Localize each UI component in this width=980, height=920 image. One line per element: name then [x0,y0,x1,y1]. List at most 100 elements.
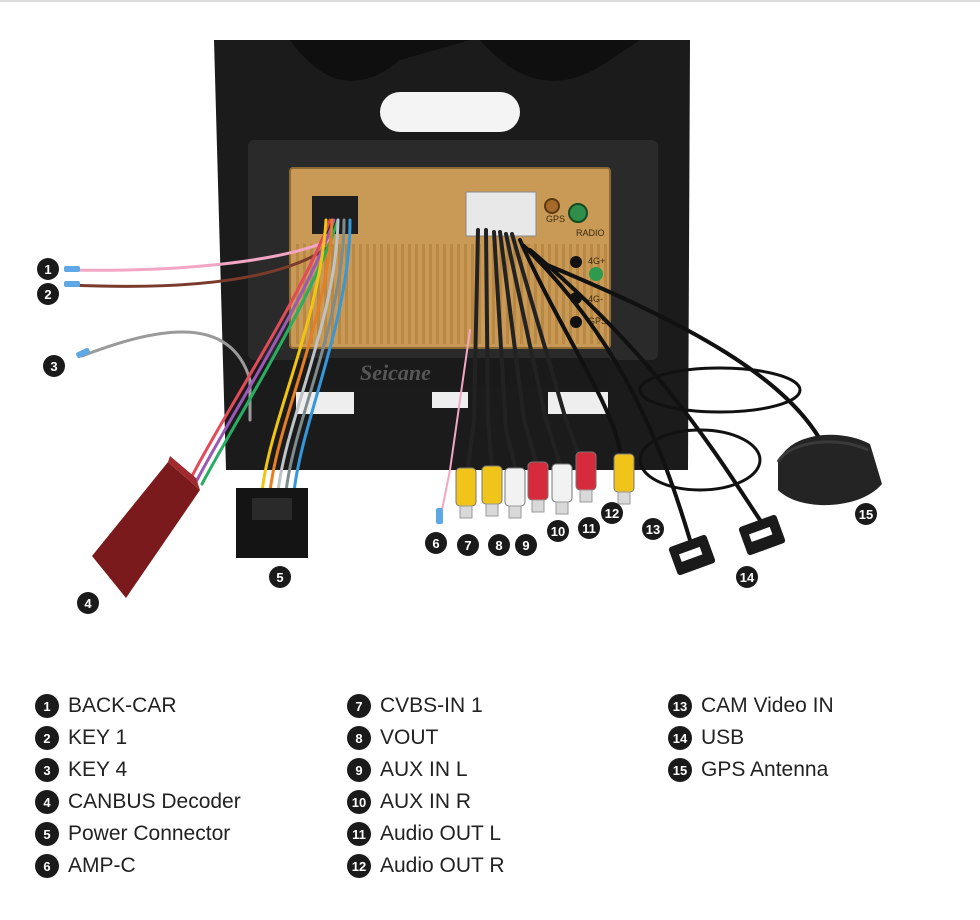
legend-item: 15 GPS Antenna [668,754,834,786]
heatsink-fin [429,244,432,344]
heatsink-fin [604,244,607,344]
rca-plug [481,465,503,517]
callout-10: 10 [547,520,569,542]
callout-5: 5 [269,566,291,588]
callout-4: 4 [77,592,99,614]
callout-11: 11 [578,517,600,539]
legend-badge: 15 [668,758,692,782]
legend-label: KEY 1 [68,726,128,749]
heatsink-fin [373,244,376,344]
legend-badge: 8 [347,726,371,750]
callout-2: 2 [37,283,59,305]
heatsink-fin [331,244,334,344]
callout-7: 7 [457,534,479,556]
heatsink-fin [583,244,586,344]
legend-label: CAM Video IN [701,694,834,717]
heatsink-fin [394,244,397,344]
heatsink-fin [450,244,453,344]
rca-plug [504,467,526,519]
heatsink-fin [422,244,425,344]
heatsink-fin [380,244,383,344]
heatsink-fin [443,244,446,344]
heatsink-fin [492,244,495,344]
legend-badge: 14 [668,726,692,750]
heatsink-fin [345,244,348,344]
callout-3: 3 [43,355,65,377]
gps-antenna [776,434,882,506]
legend-label: GPS Antenna [701,758,829,781]
callout-9: 9 [515,534,537,556]
rca-plug [527,461,549,513]
legend-badge: 10 [347,790,371,814]
heatsink-fin [534,244,537,344]
heatsink-fin [310,244,313,344]
heatsink-fin [352,244,355,344]
callout-8: 8 [488,534,510,556]
radio-label: RADIO [576,228,605,238]
rca-plug [551,463,573,515]
rca-plug [575,451,597,503]
heatsink-fin [436,244,439,344]
legend-label: AMP-C [68,854,136,877]
rca-plug [613,453,635,505]
heatsink-fin [541,244,544,344]
heatsink-fin [478,244,481,344]
heatsink-fin [387,244,390,344]
heatsink-fin [359,244,362,344]
heatsink-fin [569,244,572,344]
legend-label: Power Connector [68,822,231,845]
heatsink-fin [548,244,551,344]
legend-item: 3 KEY 4 [35,754,241,786]
heatsink-fin [317,244,320,344]
usb-connectors [668,514,786,576]
heatsink-fin [555,244,558,344]
heatsink-fin [415,244,418,344]
canbus-decoder [92,456,200,598]
heatsink-fin [590,244,593,344]
legend-badge: 4 [35,790,59,814]
legend-badge: 3 [35,758,59,782]
gps-label: GPS [546,214,565,224]
legend-label: CVBS-IN 1 [380,694,483,717]
heatsink-fin [471,244,474,344]
legend-badge: 11 [347,822,371,846]
watermark: Seicane [360,360,431,385]
legend-item: 4 CANBUS Decoder [35,786,241,818]
legend-label: AUX IN R [380,790,472,813]
legend-label: BACK-CAR [68,694,177,717]
legend-item: 6 AMP-C [35,850,241,882]
legend-label: Audio OUT R [380,854,505,877]
rca-plug [455,467,477,519]
callout-6: 6 [425,532,447,554]
legend-badge: 6 [35,854,59,878]
heatsink-fin [338,244,341,344]
legend-item: 10 AUX IN R [347,786,505,818]
legend-item: 11 Audio OUT L [347,818,505,850]
callout-14: 14 [736,566,758,588]
heatsink-fin [464,244,467,344]
legend-item: 7 CVBS-IN 1 [347,690,505,722]
callout-15: 15 [855,503,877,525]
heatsink-fin [303,244,306,344]
wire-tips [64,266,443,524]
legend-label: Audio OUT L [380,822,502,845]
power-connector [236,488,308,558]
callout-1: 1 [37,258,59,280]
heatsink-fin [597,244,600,344]
legend-badge: 7 [347,694,371,718]
legend-label: CANBUS Decoder [68,790,241,813]
lte-plus-label: 4G+ [588,256,605,266]
legend-label: KEY 4 [68,758,128,781]
legend-badge: 9 [347,758,371,782]
lte-minus-label: 4G- [588,294,603,304]
heatsink-fin [366,244,369,344]
